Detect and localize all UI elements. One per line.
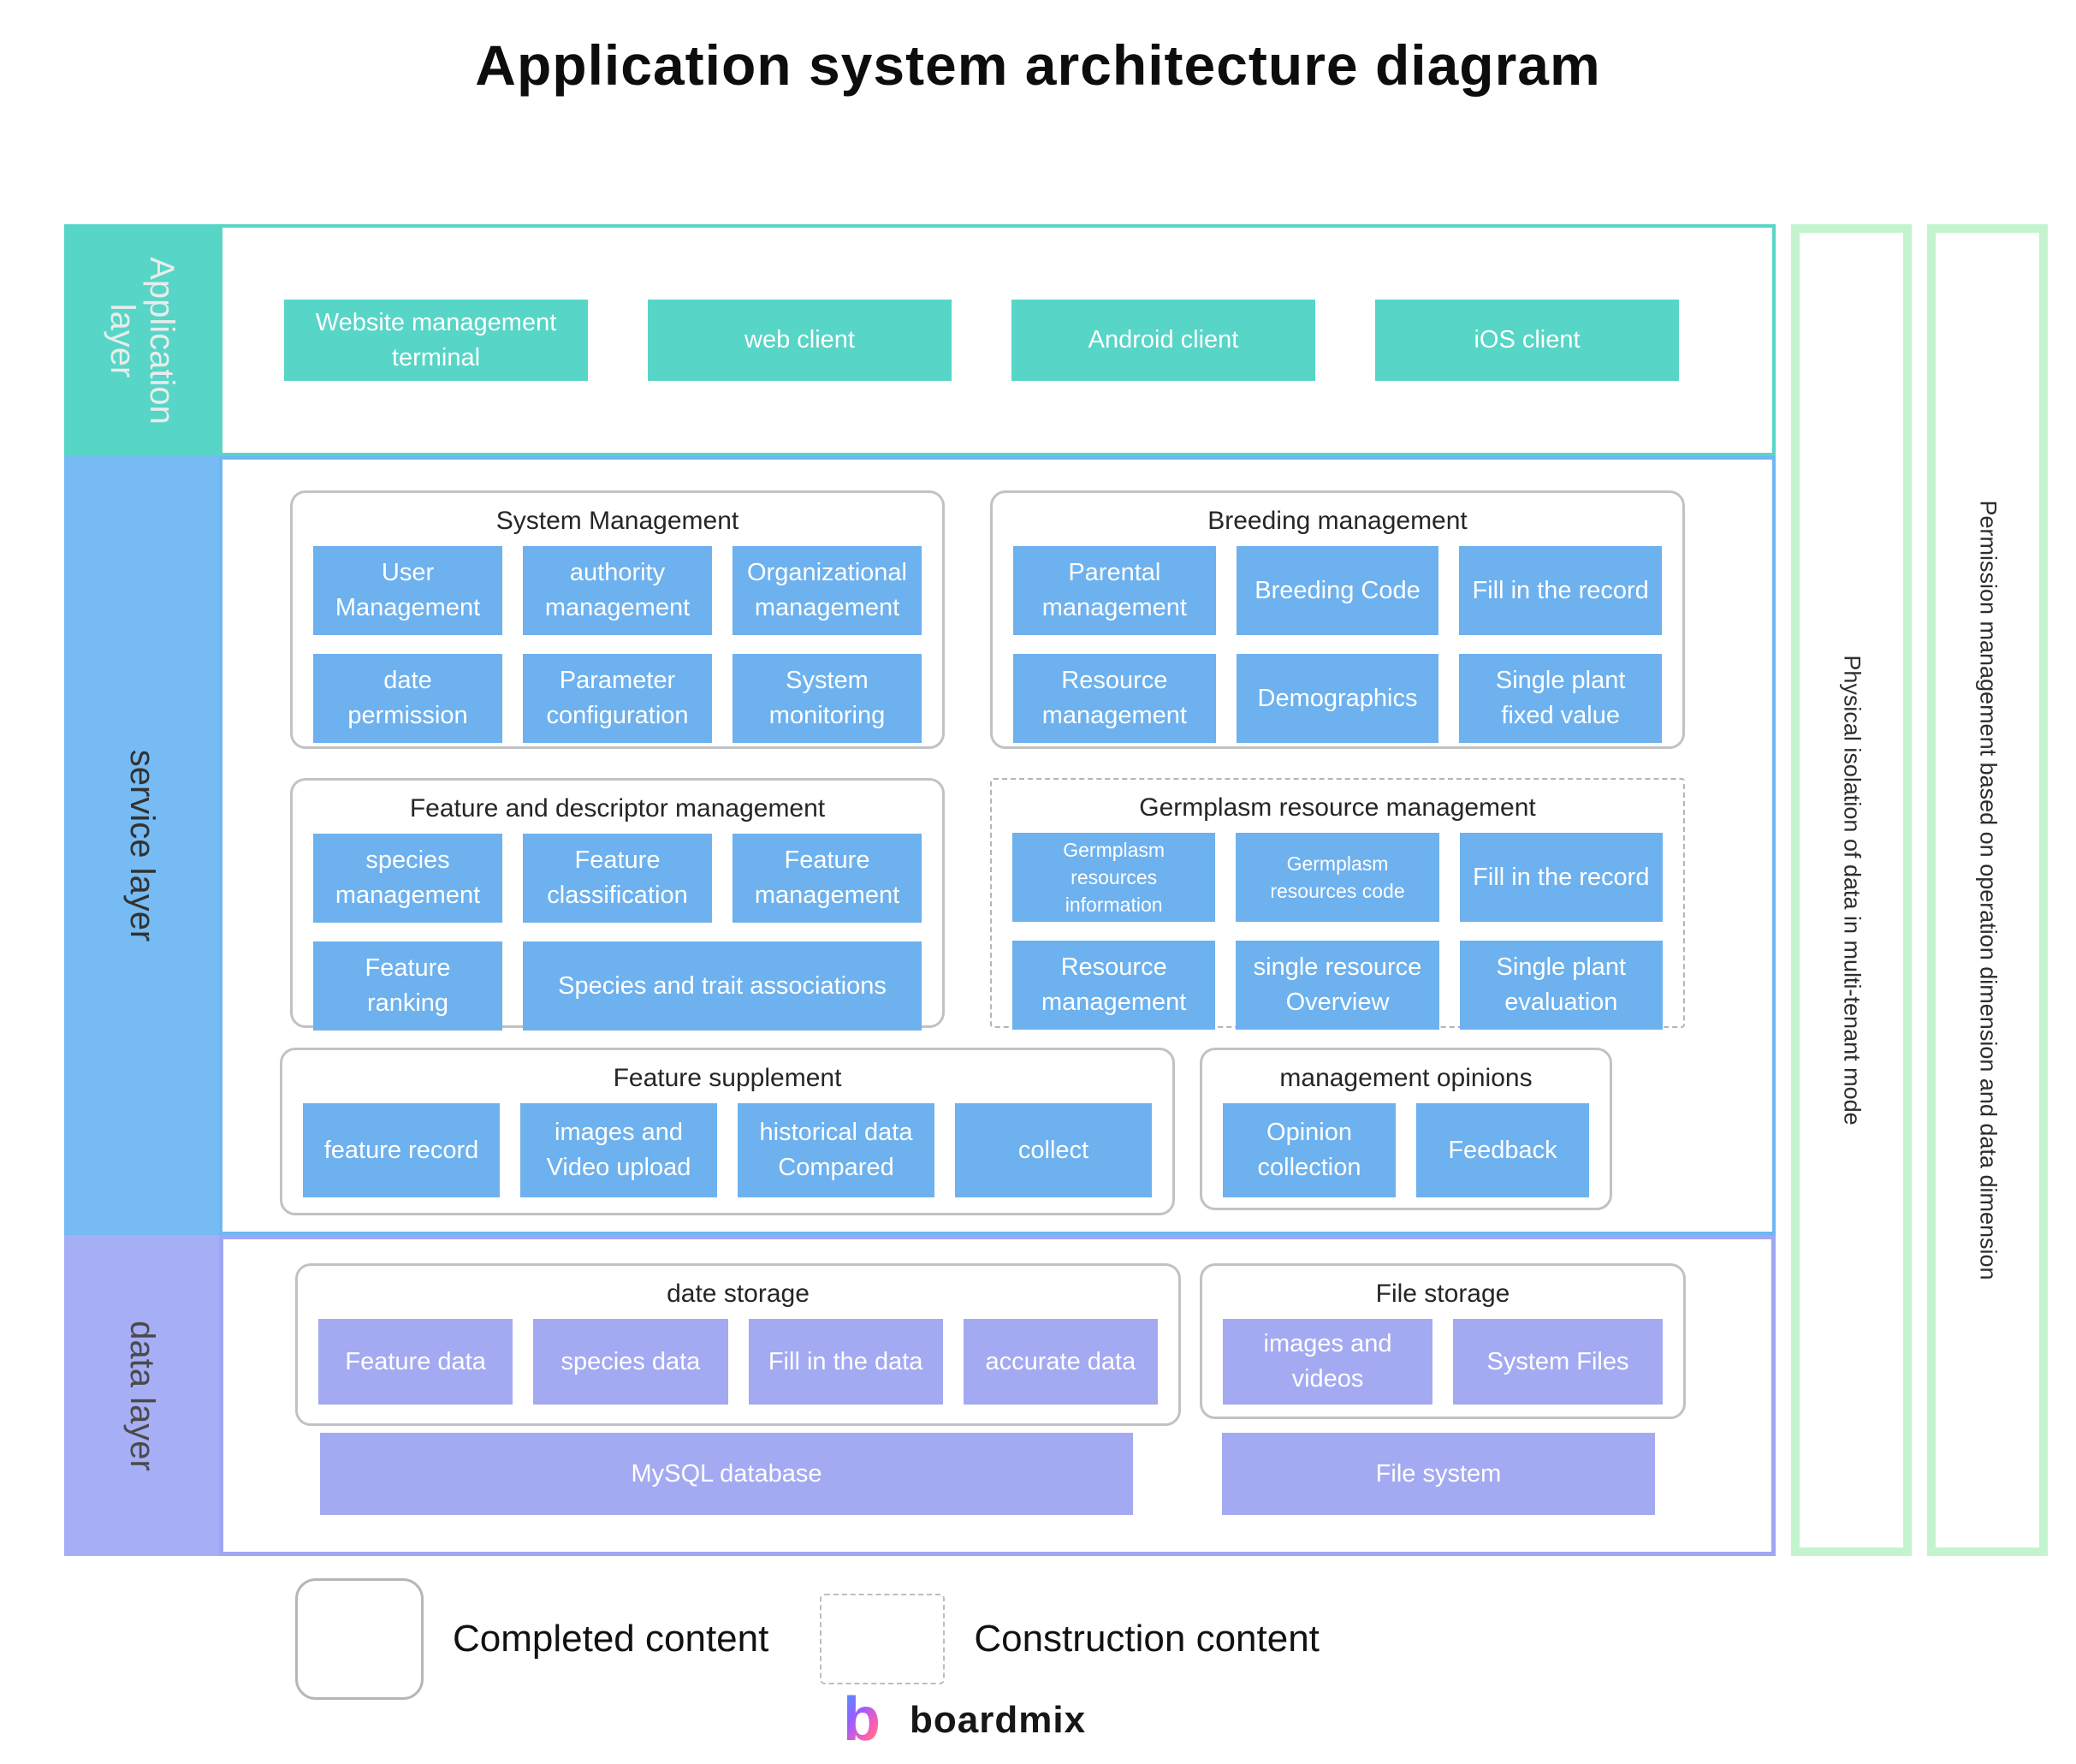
legend-item-construction: Construction content	[820, 1594, 1320, 1684]
app-box-android-client: Android client	[1011, 300, 1315, 381]
app-box-web-client: web client	[648, 300, 952, 381]
app-box-ios-client: iOS client	[1375, 300, 1679, 381]
box-authority-management: authority management	[523, 546, 712, 635]
box-user-management: User Management	[313, 546, 502, 635]
brand-name: boardmix	[910, 1699, 1087, 1741]
group-title-file-storage: File storage	[1375, 1280, 1510, 1308]
group-title-feature-supplement: Feature supplement	[613, 1064, 842, 1092]
group-title-date-storage: date storage	[667, 1280, 810, 1308]
box-images-video-upload: images and Video upload	[520, 1103, 717, 1197]
box-feature-data: Feature data	[318, 1319, 513, 1405]
application-layer-band: Application layer	[64, 224, 219, 456]
box-feature-record: feature record	[303, 1103, 500, 1197]
group-breeding-management: Breeding management Parental management …	[990, 490, 1685, 749]
application-layer-label: Application layer	[103, 256, 181, 425]
group-title-feature-descriptor: Feature and descriptor management	[409, 794, 826, 823]
layers-column: Application layer Website management ter…	[64, 224, 1776, 1556]
box-species-trait-associations: Species and trait associations	[523, 941, 922, 1030]
application-layer-content: Website management terminal web client A…	[219, 224, 1776, 456]
box-collect: collect	[955, 1103, 1152, 1197]
box-resource-management: Resource management	[1013, 654, 1216, 743]
box-feature-classification: Feature classification	[523, 834, 712, 923]
box-species-data: species data	[533, 1319, 728, 1405]
legend: Completed content Construction content	[295, 1575, 1320, 1703]
box-system-monitoring: System monitoring	[733, 654, 922, 743]
data-layer-label: data layer	[122, 1320, 161, 1471]
group-title-management-opinions: management opinions	[1279, 1064, 1533, 1092]
box-historical-data-compared: historical data Compared	[738, 1103, 934, 1197]
box-feature-management: Feature management	[733, 834, 922, 923]
group-germplasm-resource-management: Germplasm resource management Germplasm …	[990, 778, 1685, 1030]
box-feature-ranking: Feature ranking	[313, 941, 502, 1030]
brand-footer: b boardmix	[843, 1690, 1086, 1750]
box-germplasm-resources-information: Germplasm resources information	[1012, 833, 1216, 922]
svg-text:b: b	[843, 1690, 881, 1750]
box-organizational-management: Organizational management	[733, 546, 922, 635]
group-file-storage: File storage images and videos System Fi…	[1200, 1263, 1686, 1419]
application-layer: Application layer Website management ter…	[64, 224, 1776, 456]
app-box-website-terminal: Website management terminal	[284, 300, 588, 381]
box-opinion-collection: Opinion collection	[1223, 1103, 1396, 1197]
box-accurate-data: accurate data	[963, 1319, 1158, 1405]
box-feedback: Feedback	[1416, 1103, 1589, 1197]
side-bar-permission-management: Permission management based on operation…	[1927, 224, 2048, 1556]
service-layer-band: service layer	[64, 456, 219, 1235]
box-fill-in-the-record: Fill in the record	[1459, 546, 1662, 635]
group-title-germplasm: Germplasm resource management	[1139, 793, 1536, 822]
group-title-breeding-management: Breeding management	[1207, 507, 1468, 535]
group-system-management: System Management User Management author…	[290, 490, 945, 749]
group-feature-descriptor-management: Feature and descriptor management specie…	[290, 778, 945, 1030]
group-date-storage: date storage Feature data species data F…	[295, 1263, 1181, 1426]
side-bar-permission-management-label: Permission management based on operation…	[1975, 500, 2001, 1280]
box-single-plant-fixed-value: Single plant fixed value	[1459, 654, 1662, 743]
box-file-system: File system	[1222, 1433, 1655, 1515]
box-mysql-database: MySQL database	[320, 1433, 1133, 1515]
data-layer-content: date storage Feature data species data F…	[219, 1235, 1776, 1556]
box-system-files: System Files	[1453, 1319, 1663, 1405]
page-title: Application system architecture diagram	[475, 33, 1601, 97]
architecture-diagram: Application layer Website management ter…	[64, 224, 2048, 1556]
box-breeding-code: Breeding Code	[1236, 546, 1439, 635]
box-parental-management: Parental management	[1013, 546, 1216, 635]
legend-swatch-construction	[820, 1594, 946, 1684]
box-single-plant-evaluation: Single plant evaluation	[1459, 941, 1663, 1030]
group-title-system-management: System Management	[495, 507, 739, 535]
box-parameter-configuration: Parameter configuration	[523, 654, 712, 743]
boardmix-logo-icon: b	[843, 1690, 881, 1750]
box-germplasm-resource-management: Resource management	[1012, 941, 1216, 1030]
box-germplasm-fill-in-the-record: Fill in the record	[1459, 833, 1663, 922]
service-layer-label: service layer	[122, 749, 161, 942]
group-management-opinions: management opinions Opinion collection F…	[1200, 1048, 1612, 1210]
service-layer-content: System Management User Management author…	[219, 456, 1776, 1235]
side-bar-physical-isolation: Physical isolation of data in multi-tena…	[1791, 224, 1912, 1556]
side-bar-physical-isolation-label: Physical isolation of data in multi-tena…	[1839, 655, 1865, 1126]
box-single-resource-overview: single resource Overview	[1236, 941, 1439, 1030]
data-layer: data layer date storage Feature data spe…	[64, 1235, 1776, 1556]
box-germplasm-resources-code: Germplasm resources code	[1236, 833, 1439, 922]
box-species-management: species management	[313, 834, 502, 923]
legend-item-completed: Completed content	[295, 1578, 768, 1700]
group-feature-supplement: Feature supplement feature record images…	[280, 1048, 1175, 1215]
legend-label-construction: Construction content	[974, 1618, 1320, 1660]
service-layer: service layer System Management User Man…	[64, 456, 1776, 1235]
box-images-and-videos: images and videos	[1223, 1319, 1432, 1405]
data-layer-band: data layer	[64, 1235, 219, 1556]
box-fill-in-the-data: Fill in the data	[748, 1319, 943, 1405]
legend-label-completed: Completed content	[453, 1618, 769, 1660]
legend-swatch-completed	[295, 1578, 424, 1700]
box-demographics: Demographics	[1236, 654, 1439, 743]
box-date-permission: date permission	[313, 654, 502, 743]
